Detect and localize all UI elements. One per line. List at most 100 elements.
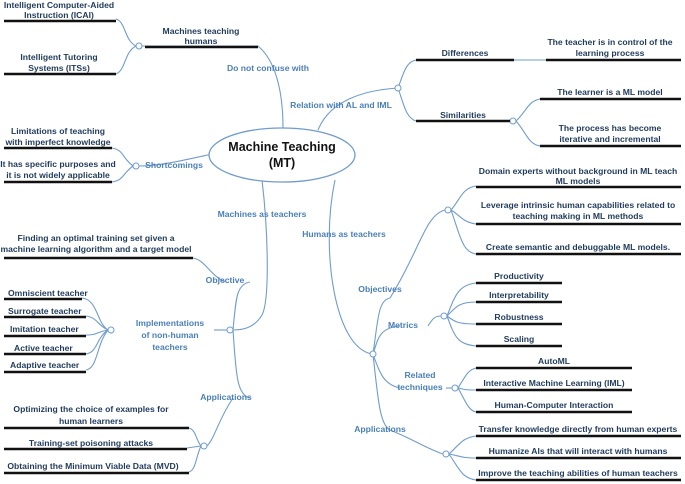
node-learner-ml-model[interactable]: The learner is a ML model [540, 87, 681, 101]
node-robustness[interactable]: Robustness [476, 312, 562, 326]
svg-text:machine learning algorithm and: machine learning algorithm and a target … [0, 244, 191, 254]
link-machines [232, 179, 268, 331]
node-teaching-abilities[interactable]: Improve the teaching abilities of human … [476, 468, 681, 482]
link-objective-right-leaf-1 [450, 185, 477, 211]
link-impl-leaf-5 [85, 329, 109, 371]
hub-humans [369, 350, 377, 358]
svg-text:learning process: learning process [576, 48, 645, 58]
link-metrics [372, 325, 401, 355]
svg-text:Robustness: Robustness [494, 312, 543, 322]
branch-implementations-label[interactable]: Implementations of non-human teachers [136, 318, 205, 352]
node-domain-experts[interactable]: Domain experts without background in ML … [476, 166, 681, 189]
node-imitation-teacher[interactable]: Imitation teacher [4, 324, 86, 338]
svg-text:ML models: ML models [556, 176, 601, 186]
node-surrogate-teacher[interactable]: Surrogate teacher [4, 306, 86, 319]
node-interpretability[interactable]: Interpretability [476, 290, 562, 304]
svg-text:Optimizing the choice of examp: Optimizing the choice of examples for [13, 404, 169, 414]
link-shortcomings-leaf-2 [111, 165, 134, 183]
link-app-left-leaf-3 [188, 445, 202, 473]
node-adaptive-teacher[interactable]: Adaptive teacher [4, 360, 86, 374]
node-omniscient-teacher[interactable]: Omniscient teacher [4, 288, 88, 301]
node-optimizing-examples[interactable]: Optimizing the choice of examples for hu… [4, 404, 189, 430]
link-relation [317, 87, 399, 131]
node-teacher-in-control[interactable]: The teacher is in control of the learnin… [546, 37, 681, 62]
link-shortcomings-leaf-1 [111, 147, 134, 167]
link-shortcomings [138, 153, 213, 167]
link-objective-leaf [192, 257, 226, 283]
node-productivity[interactable]: Productivity [476, 271, 562, 285]
node-humanize-ais[interactable]: Humanize AIs that will interact with hum… [476, 446, 681, 460]
svg-text:Implementations: Implementations [136, 318, 205, 328]
svg-text:Surrogate teacher: Surrogate teacher [8, 306, 82, 316]
node-hci[interactable]: Human-Computer Interaction [476, 400, 632, 414]
node-icai[interactable]: Intelligent Computer-Aided Instruction (… [4, 0, 116, 23]
node-semantic-models[interactable]: Create semantic and debuggable ML models… [476, 242, 681, 256]
node-similarities[interactable]: Similarities [416, 110, 510, 123]
svg-text:of non-human: of non-human [141, 330, 198, 340]
node-iml[interactable]: Interactive Machine Learning (IML) [476, 378, 632, 392]
hub-markers [107, 42, 517, 458]
svg-text:Adaptive teacher: Adaptive teacher [10, 360, 80, 370]
svg-text:Scaling: Scaling [504, 334, 535, 344]
link-related-leaf-1 [457, 367, 477, 389]
node-leverage-capabilities[interactable]: Leverage intrinsic human capabilities re… [476, 200, 681, 226]
node-machines-teaching-humans[interactable]: Machines teaching humans [145, 26, 258, 49]
svg-text:Related: Related [404, 370, 435, 380]
svg-text:The learner is a ML model: The learner is a ML model [557, 87, 662, 97]
node-optimal-training-set[interactable]: Finding an optimal training set given a … [0, 233, 193, 260]
node-iterative-incremental[interactable]: The process has become iterative and inc… [540, 123, 681, 148]
branch-applications-left-label[interactable]: Applications [200, 392, 252, 402]
link-impl-leaf-4 [85, 329, 109, 355]
link-impl-leaf-2 [85, 315, 109, 331]
branch-metrics-label[interactable]: Metrics [388, 320, 418, 330]
branch-objectives-right-label[interactable]: Objectives [358, 284, 402, 294]
branch-confuse-label[interactable]: Do not confuse with [227, 63, 309, 73]
svg-text:Finding an optimal training se: Finding an optimal training set given a [17, 233, 174, 243]
branch-humans-label[interactable]: Humans as teachers [302, 229, 386, 239]
node-mvd[interactable]: Obtaining the Minimum Viable Data (MVD) [4, 461, 189, 475]
svg-text:Interpretability: Interpretability [489, 290, 549, 300]
link-related-leaf-3 [457, 387, 477, 413]
hub-objectives-right [444, 206, 452, 214]
branch-shortcomings-label[interactable]: Shortcomings [145, 160, 203, 170]
node-active-teacher[interactable]: Active teacher [4, 343, 86, 356]
svg-text:Create semantic and debuggable: Create semantic and debuggable ML models… [486, 242, 670, 252]
branch-objective-label[interactable]: Objective [206, 275, 245, 285]
svg-text:It has specific purposes and: It has specific purposes and [0, 159, 116, 169]
link-objectives-hub [389, 209, 446, 299]
node-itss[interactable]: Intelligent Tutoring Systems (ITSs) [4, 52, 116, 76]
branch-relation-label[interactable]: Relation with AL and IML [290, 100, 392, 110]
link-applications-right-hub [389, 429, 444, 455]
link-objectives-right [372, 297, 391, 355]
node-differences[interactable]: Differences [416, 48, 514, 62]
svg-text:teaching making in ML methods: teaching making in ML methods [513, 211, 644, 221]
link-confuse [257, 45, 284, 129]
svg-text:Productivity: Productivity [494, 271, 544, 281]
svg-text:with imperfect knowledge: with imperfect knowledge [4, 137, 110, 147]
svg-text:Imitation teacher: Imitation teacher [10, 324, 79, 334]
link-app-right-leaf-3 [448, 453, 477, 481]
link-app-left-leaf-1 [188, 427, 202, 447]
branch-applications-right-label[interactable]: Applications [354, 424, 406, 434]
link-app-right-leaf-1 [448, 435, 477, 455]
branch-related-label[interactable]: Related techniques [397, 370, 443, 392]
node-poisoning-attacks[interactable]: Training-set poisoning attacks [4, 438, 187, 451]
node-scaling[interactable]: Scaling [476, 334, 562, 348]
svg-text:Limitations of teaching: Limitations of teaching [11, 126, 105, 136]
link-confuse-leaf-1 [115, 18, 137, 47]
center-node[interactable]: Machine Teaching (MT) [208, 127, 356, 183]
node-automl[interactable]: AutoML [476, 356, 632, 370]
hub-metrics [440, 312, 448, 320]
svg-text:Omniscient teacher: Omniscient teacher [8, 288, 88, 298]
hub-implementations [107, 326, 115, 334]
node-specific-purposes[interactable]: It has specific purposes and it is not w… [0, 159, 116, 184]
svg-text:it is not widely applicable: it is not widely applicable [6, 170, 110, 180]
node-limitations[interactable]: Limitations of teaching with imperfect k… [4, 126, 112, 150]
node-transfer-knowledge[interactable]: Transfer knowledge directly from human e… [476, 424, 681, 438]
link-metrics-leaf-1 [446, 282, 477, 317]
hub-similarities [509, 117, 517, 125]
svg-text:AutoML: AutoML [538, 356, 570, 366]
branch-machines-label[interactable]: Machines as teachers [218, 209, 307, 219]
hub-machines [226, 326, 234, 334]
